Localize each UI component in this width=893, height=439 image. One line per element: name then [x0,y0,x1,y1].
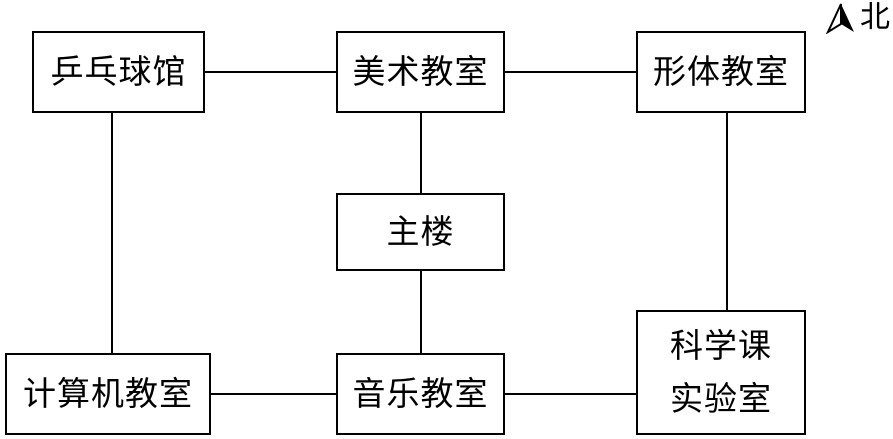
node-label: 计算机教室 [23,374,193,414]
north-label: 北 [860,0,890,35]
node-label: 科学课 实验室 [670,325,772,418]
node-science-lab: 科学课 实验室 [636,310,806,435]
node-main-building: 主楼 [336,193,505,271]
node-music-classroom: 音乐教室 [336,353,505,435]
node-pingpong-hall: 乒乓球馆 [32,31,205,113]
node-computer-classroom: 计算机教室 [5,353,211,435]
north-indicator: 北 [826,2,890,34]
node-fitness-classroom: 形体教室 [636,31,806,113]
node-label: 形体教室 [653,52,789,92]
node-label: 乒乓球馆 [50,52,187,92]
node-art-classroom: 美术教室 [336,31,505,113]
node-label: 美术教室 [352,52,489,92]
north-arrow-icon [826,3,854,34]
node-label: 音乐教室 [352,374,489,414]
node-label: 主楼 [386,212,455,252]
